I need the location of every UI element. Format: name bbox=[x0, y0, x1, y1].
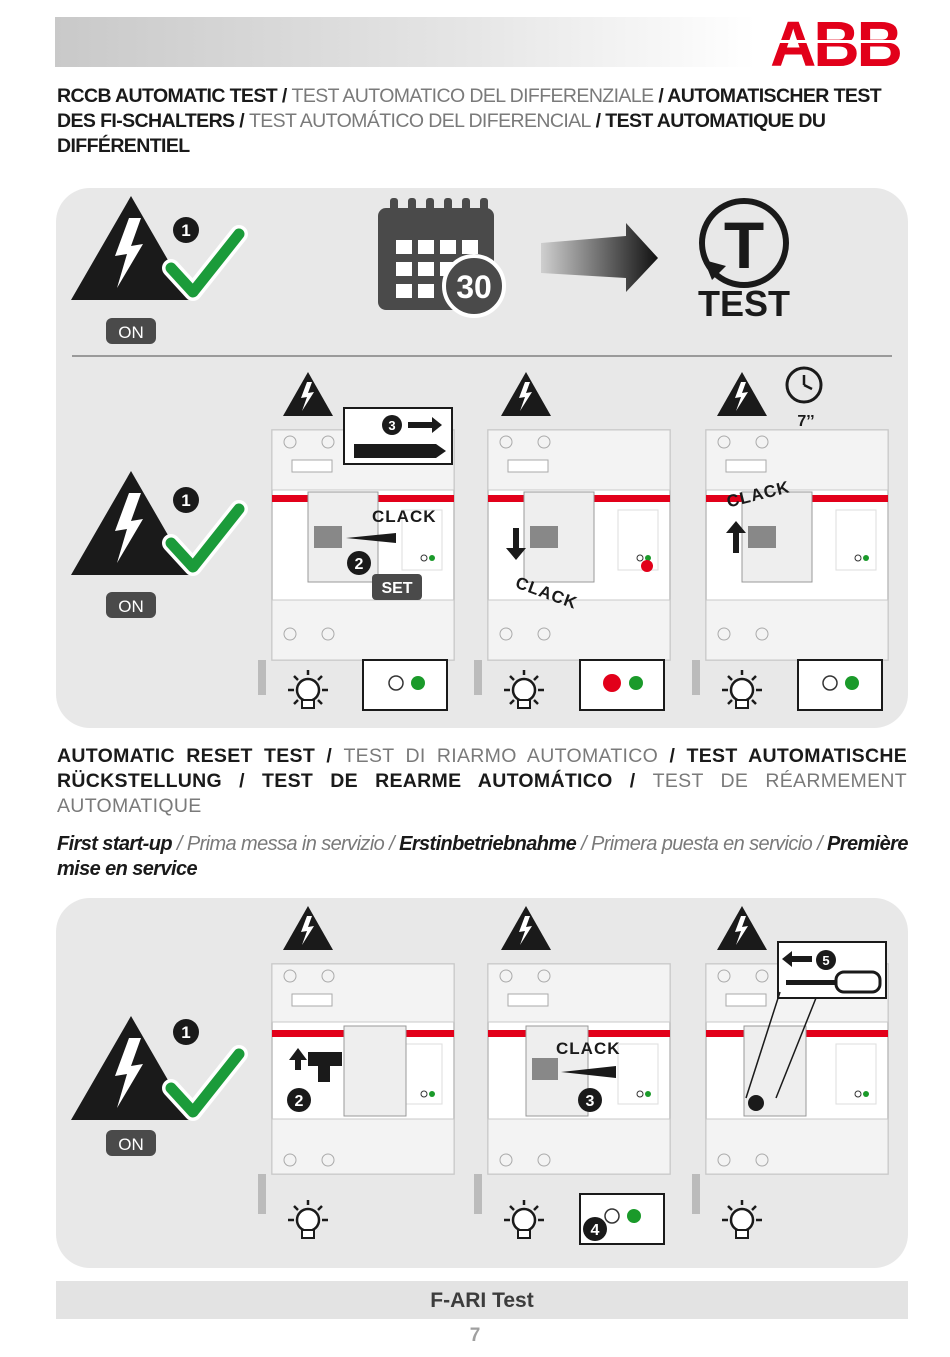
svg-text:TEST: TEST bbox=[698, 283, 790, 324]
on-badge bbox=[106, 318, 156, 344]
svg-text:T: T bbox=[724, 208, 764, 282]
test-button-icon: T TEST bbox=[698, 198, 790, 324]
arrow-down-icon bbox=[506, 528, 526, 560]
svg-text:4: 4 bbox=[591, 1222, 600, 1239]
electric-warning-icon bbox=[717, 906, 767, 950]
electric-warning-icon bbox=[283, 906, 333, 950]
checkmark-icon bbox=[171, 234, 239, 292]
rccb-device-step-trip: CLACK bbox=[478, 372, 670, 711]
calendar-icon: 30 bbox=[378, 198, 506, 318]
electric-warning-icon bbox=[71, 471, 191, 575]
checkmark-icon bbox=[171, 509, 239, 567]
electric-warning-icon bbox=[71, 196, 191, 300]
reset-test-panel: 1 ON 2 CLACK 3 4 5 bbox=[56, 898, 908, 1268]
svg-text:1: 1 bbox=[181, 491, 190, 510]
set-badge bbox=[372, 574, 422, 600]
rccb-test-panel: 1 ON 30 T TEST 1 ON 3 CLACK bbox=[56, 188, 908, 728]
lightbulb-on-icon bbox=[502, 1198, 546, 1240]
svg-text:2: 2 bbox=[295, 1093, 304, 1110]
abb-logo: ABB bbox=[765, 10, 905, 70]
electric-warning-icon bbox=[501, 906, 551, 950]
svg-text:ON: ON bbox=[118, 597, 144, 616]
reset-test-illustration: 1 ON 2 CLACK 3 4 5 bbox=[71, 906, 908, 1245]
step-1-badge bbox=[173, 217, 199, 243]
led-zoom-callout bbox=[797, 659, 883, 711]
lightbulb-on-icon bbox=[286, 668, 330, 710]
svg-text:1: 1 bbox=[181, 221, 190, 240]
timer-icon bbox=[785, 366, 823, 404]
step-1-badge bbox=[173, 487, 199, 513]
lightbulb-on-icon bbox=[720, 668, 764, 710]
checkmark-icon bbox=[171, 1054, 239, 1112]
arrow-left-icon bbox=[346, 533, 396, 543]
rccb-device-step-screwdriver: 5 bbox=[696, 906, 888, 1240]
heading-rccb-automatic-test: RCCB AUTOMATIC TEST / TEST AUTOMATICO DE… bbox=[57, 85, 882, 157]
heading-automatic-reset-test: AUTOMATIC RESET TEST / TEST DI RIARMO AU… bbox=[57, 745, 908, 817]
svg-text:2: 2 bbox=[355, 556, 364, 573]
svg-text:ON: ON bbox=[118, 1135, 144, 1154]
electric-warning-icon bbox=[501, 372, 551, 416]
svg-text:ON: ON bbox=[118, 323, 144, 342]
on-badge bbox=[106, 592, 156, 618]
arrow-up-icon bbox=[726, 521, 746, 553]
on-badge bbox=[106, 1130, 156, 1156]
svg-text:7’’: 7’’ bbox=[797, 413, 814, 430]
arrow-up-icon bbox=[289, 1048, 307, 1070]
rccb-device-step-auto-reset: 7’’ CLACK bbox=[696, 366, 888, 711]
rccb-test-illustration: 1 ON 30 T TEST 1 ON 3 CLACK bbox=[71, 196, 892, 711]
heading-first-startup: First start-up / Prima messa in servizio… bbox=[57, 833, 908, 880]
led-zoom-callout bbox=[579, 659, 665, 711]
svg-text:30: 30 bbox=[456, 269, 492, 305]
electric-warning-icon bbox=[717, 372, 767, 416]
svg-text:5: 5 bbox=[822, 953, 829, 968]
rccb-device-step-reset-handle: 2 bbox=[262, 906, 454, 1240]
electric-warning-icon bbox=[283, 372, 333, 416]
lightbulb-on-icon bbox=[502, 668, 546, 710]
page-number: 7 bbox=[469, 1325, 481, 1346]
tool-callout bbox=[777, 941, 887, 999]
svg-text:1: 1 bbox=[181, 1023, 190, 1042]
rccb-device-step-set: 3 CLACK 2 SET bbox=[262, 372, 454, 711]
header-gradient-bar bbox=[55, 17, 755, 67]
svg-text:3: 3 bbox=[586, 1093, 595, 1110]
svg-text:SET: SET bbox=[381, 580, 412, 597]
lightbulb-on-icon bbox=[286, 1198, 330, 1240]
svg-text:3: 3 bbox=[388, 418, 395, 433]
screwdriver-icon bbox=[786, 970, 882, 994]
electric-warning-icon bbox=[71, 1016, 191, 1120]
svg-text:CLACK: CLACK bbox=[556, 1039, 621, 1058]
lightbulb-on-icon bbox=[720, 1198, 764, 1240]
arrow-left-icon bbox=[561, 1066, 616, 1078]
footer-title-bar: F-ARI Test bbox=[56, 1281, 908, 1319]
rccb-device-step-clack: CLACK 3 4 bbox=[478, 906, 670, 1245]
arrow-right-icon bbox=[541, 223, 658, 292]
svg-text:CLACK: CLACK bbox=[372, 507, 437, 526]
led-zoom-callout bbox=[362, 659, 448, 711]
step-1-badge bbox=[173, 1019, 199, 1045]
